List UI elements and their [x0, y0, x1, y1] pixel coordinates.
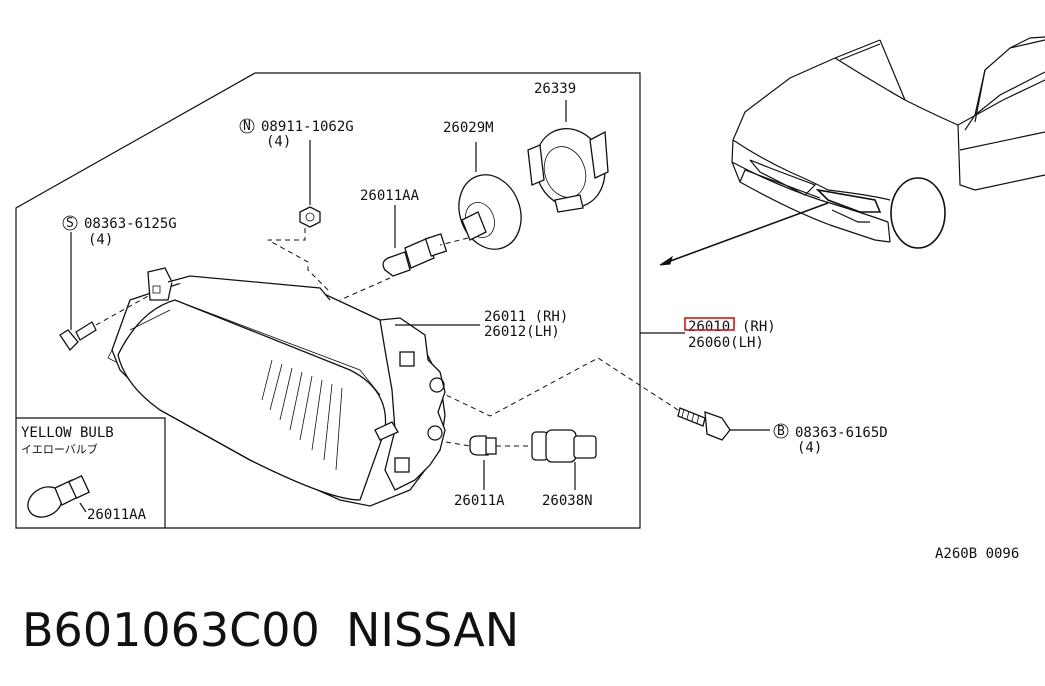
- socket-cap-part: [439, 142, 522, 250]
- inset-part-label: 26011AA: [87, 507, 147, 523]
- bolt-part-number: 08363-6165D: [795, 425, 888, 441]
- screw-quantity: (4): [88, 232, 113, 248]
- bolt-circle-letter: B: [777, 424, 785, 439]
- nut-circle-letter: N: [243, 119, 251, 134]
- label-nut: N 08911-1062G (4): [239, 118, 354, 150]
- inset-title-en: YELLOW BULB: [21, 425, 114, 441]
- socket-cap-label: 26029M: [443, 120, 494, 136]
- inset-title-jp: イエローバルブ: [21, 442, 98, 456]
- assy-rh-code: 26010: [688, 319, 730, 335]
- screw-part: [59, 232, 151, 352]
- main-bulb-part: [339, 205, 448, 301]
- arrow-head: [659, 255, 673, 266]
- lens-rh-label: 26011 (RH): [484, 309, 568, 325]
- bolt-quantity: (4): [797, 440, 822, 456]
- nut-quantity: (4): [266, 134, 291, 150]
- nut-part: [267, 140, 331, 293]
- label-bolt: B 08363-6165D (4): [773, 423, 888, 456]
- footer-brand: NISSAN: [346, 603, 519, 657]
- side-bulb-part: [445, 435, 530, 490]
- side-socket-part: [531, 429, 597, 490]
- assy-lh-label: 26060(LH): [688, 335, 764, 351]
- leader-arrow: [664, 202, 829, 264]
- assy-rh-suffix: (RH): [742, 319, 776, 335]
- bolt-part: [445, 357, 770, 441]
- side-socket-label: 26038N: [542, 493, 593, 509]
- car-sketch: [731, 36, 1045, 249]
- headlamp-housing: [107, 267, 446, 507]
- retainer-label: 26339: [534, 81, 576, 97]
- drawing-code: A260B 0096: [935, 546, 1019, 562]
- retainer-part: [527, 100, 609, 213]
- nut-part-number: 08911-1062G: [261, 119, 354, 135]
- label-screw: S 08363-6125G (4): [62, 215, 177, 248]
- screw-circle-letter: S: [66, 216, 74, 231]
- side-bulb-label: 26011A: [454, 493, 505, 509]
- screw-part-number: 08363-6125G: [84, 216, 177, 232]
- highlight-box: [684, 317, 735, 331]
- inset-frame: [16, 417, 166, 528]
- inset-yellow-bulb: [27, 475, 91, 518]
- lens-lh-label: 26012(LH): [484, 324, 560, 340]
- diagram-frame: [15, 72, 641, 529]
- footer-part-number: B601063C00: [22, 603, 320, 657]
- main-bulb-label: 26011AA: [360, 188, 420, 204]
